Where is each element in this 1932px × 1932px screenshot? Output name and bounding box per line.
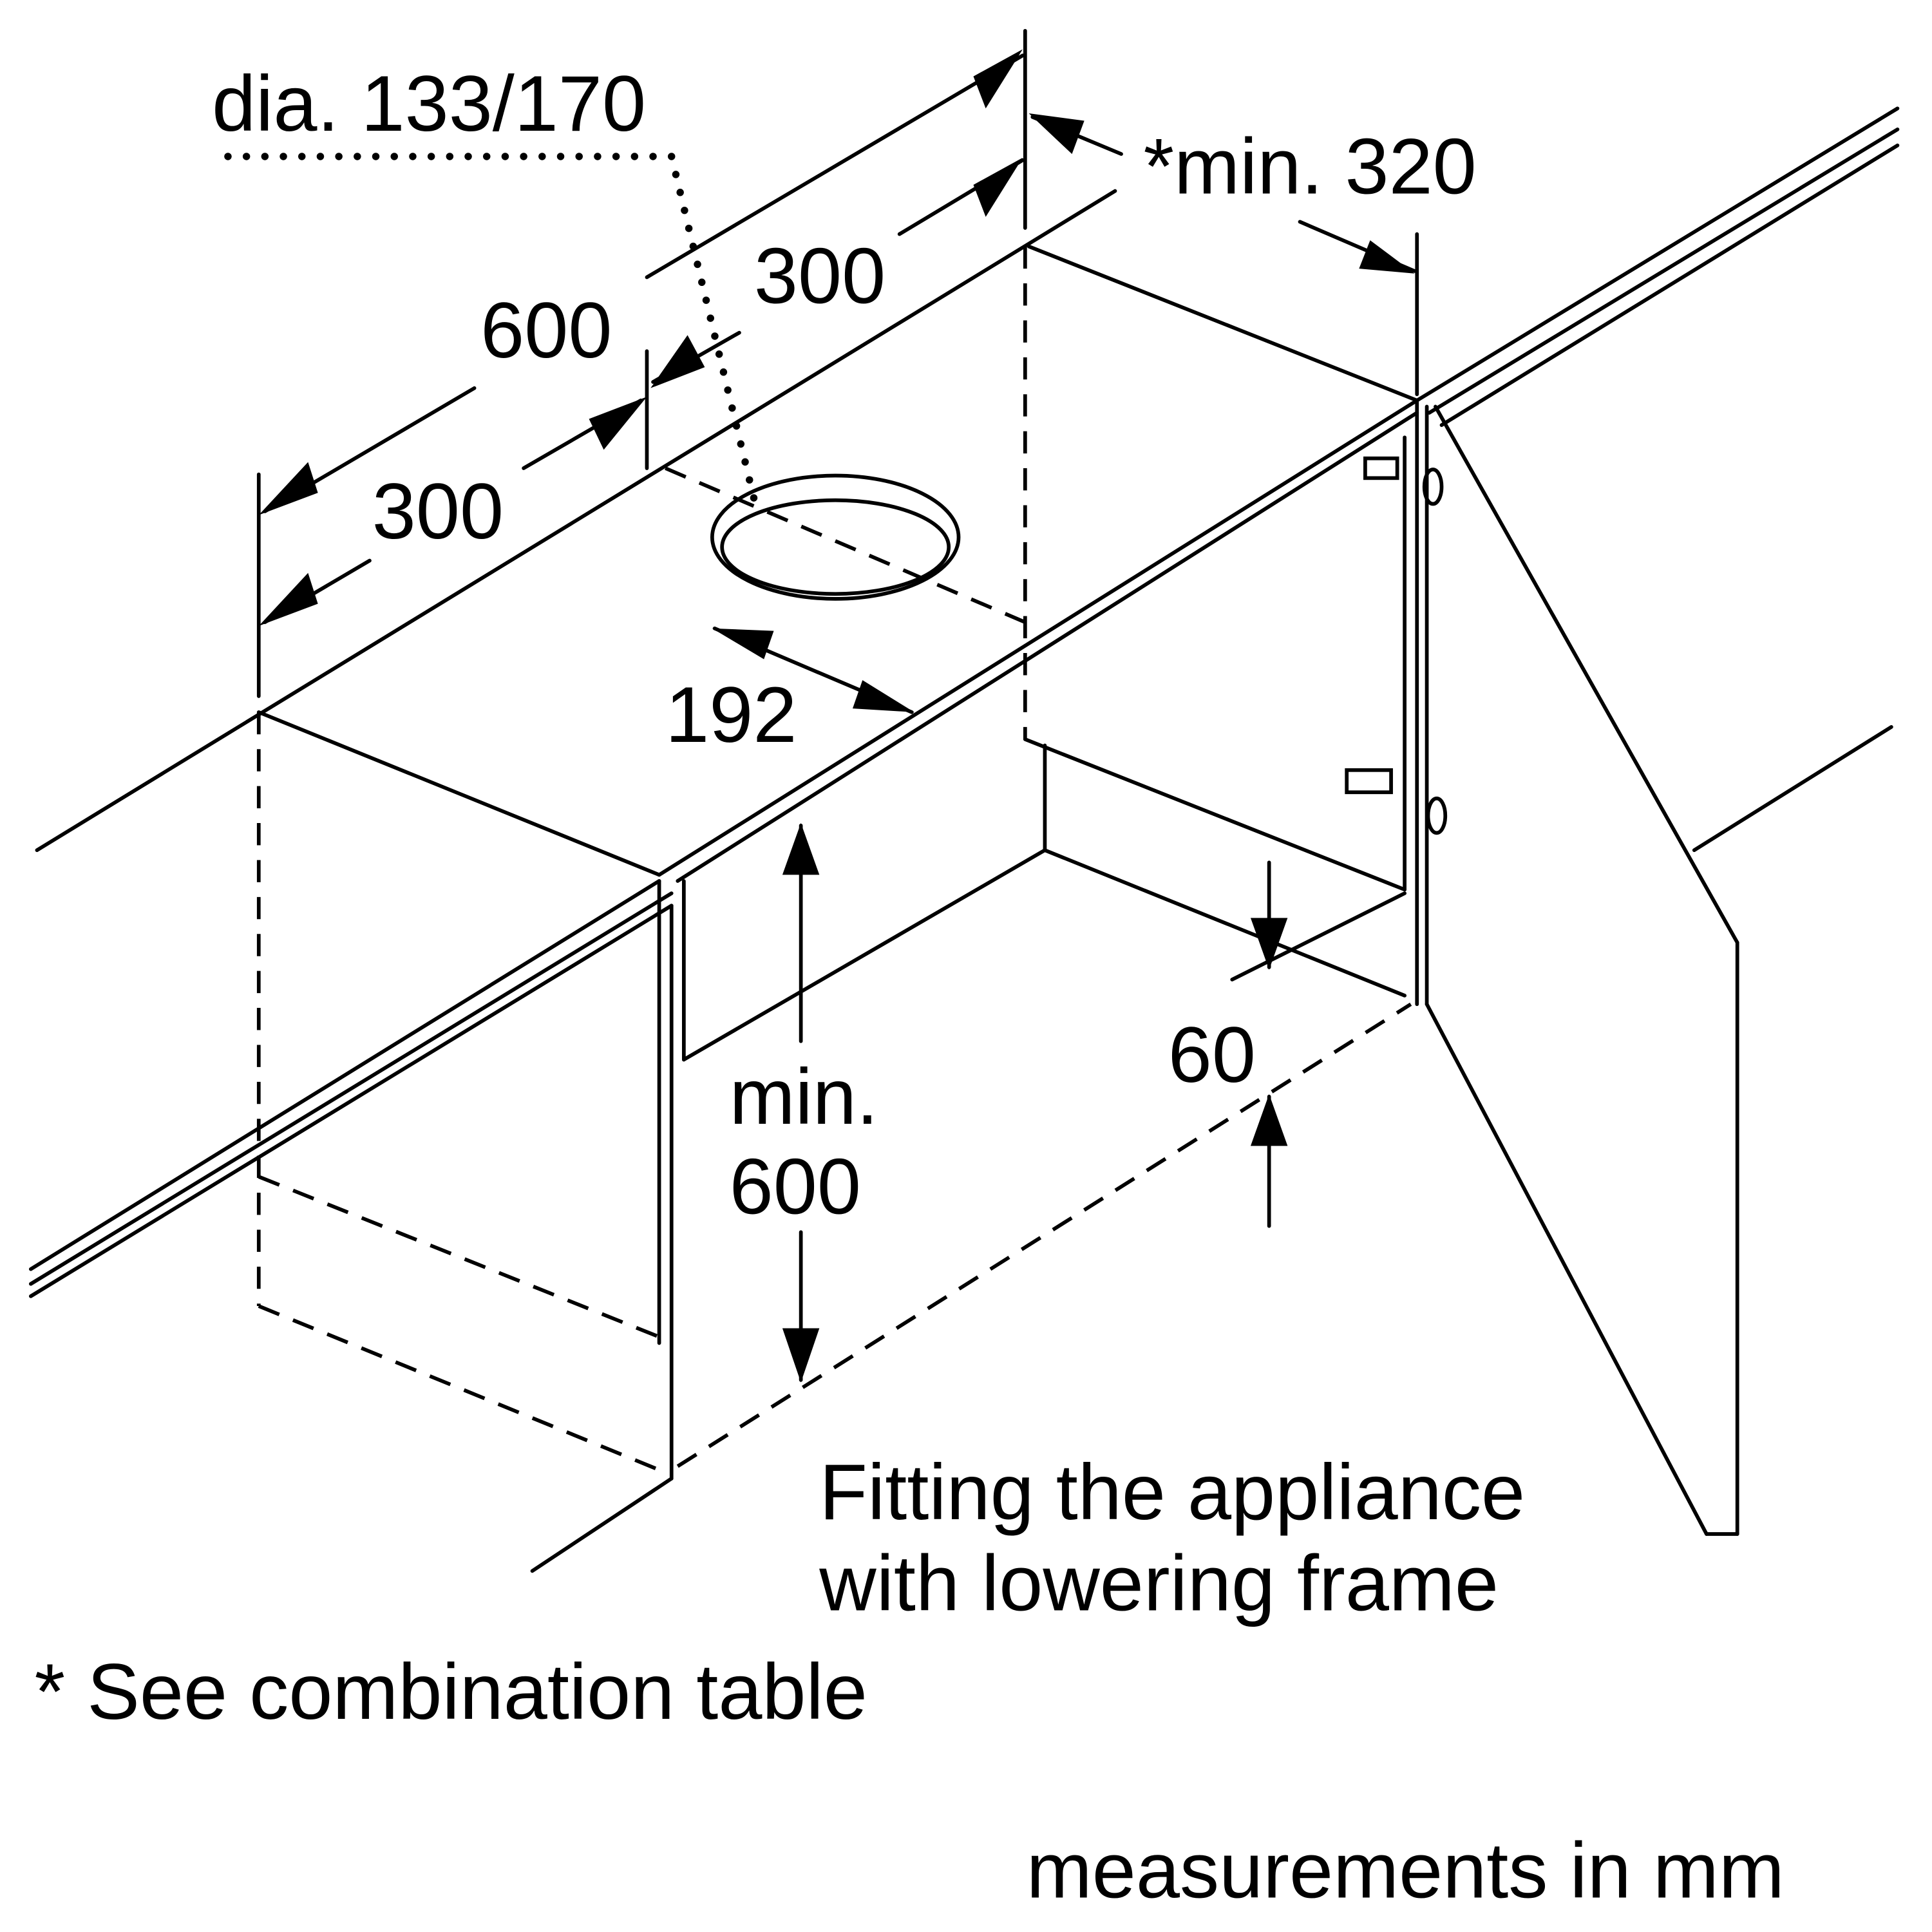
- arrow-icon: [1028, 113, 1084, 155]
- label-clearance-l1: min.: [730, 1052, 878, 1141]
- arrow-icon: [1250, 918, 1288, 970]
- label-width-total: 600: [480, 286, 612, 374]
- arrow-icon: [973, 49, 1023, 109]
- arrow-icon: [589, 397, 647, 450]
- units-note: measurements in mm: [1027, 1826, 1785, 1914]
- duct-opening-inner: [720, 498, 951, 596]
- cabinet-outline: [28, 106, 1900, 1573]
- arrow-icon: [1250, 1094, 1288, 1146]
- arrow-icon: [782, 1328, 820, 1383]
- dia-leader: [224, 153, 758, 503]
- duct-opening: [710, 473, 961, 601]
- label-half-left: 300: [372, 467, 504, 555]
- arrow-icon: [650, 335, 705, 388]
- arrow-icon: [852, 680, 914, 712]
- label-cutout-depth: *min. 320: [1144, 122, 1477, 210]
- arrow-icon: [973, 157, 1023, 217]
- arrow-icon: [1359, 240, 1415, 274]
- caption-line-1: Fitting the appliance: [819, 1448, 1525, 1536]
- label-duct-offset: 192: [665, 670, 797, 759]
- caption-line-2: with lowering frame: [819, 1539, 1499, 1627]
- arrow-icon: [782, 823, 820, 875]
- hinge-top-icon: [1363, 456, 1444, 506]
- footnote: * See combination table: [35, 1647, 867, 1736]
- label-half-right: 300: [754, 232, 886, 320]
- label-frame-drop: 60: [1168, 1010, 1256, 1099]
- arrow-icon: [258, 573, 318, 626]
- label-clearance-l2: 600: [730, 1142, 861, 1231]
- label-duct-diameter: dia. 133/170: [212, 59, 646, 147]
- arrow-icon: [258, 462, 318, 515]
- arrow-icon: [712, 628, 774, 659]
- dimension-lines: [256, 28, 1419, 1383]
- hinge-bottom-icon: [1345, 768, 1448, 835]
